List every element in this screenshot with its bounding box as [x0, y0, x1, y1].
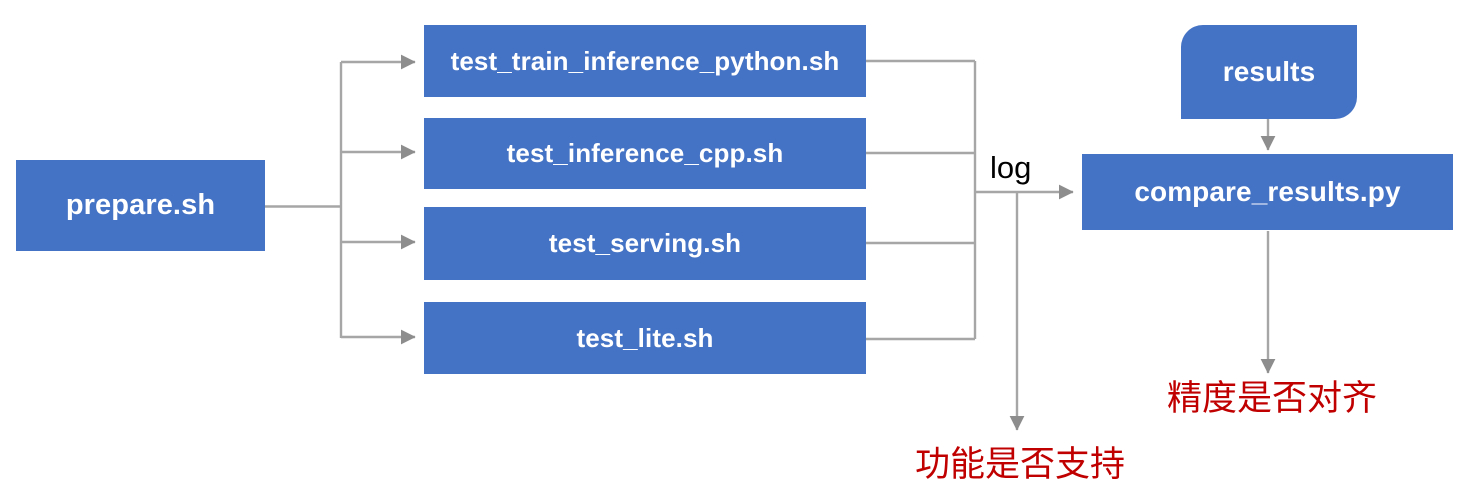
edge-label-log: log: [990, 150, 1032, 185]
node-prepare-sh[interactable]: prepare.sh: [16, 160, 265, 251]
node-test-train-inference-python[interactable]: test_train_inference_python.sh: [424, 25, 866, 97]
node-prepare-sh-label: prepare.sh: [65, 188, 216, 221]
node-test-serving[interactable]: test_serving.sh: [424, 207, 866, 280]
node-test-serving-label: test_serving.sh: [548, 228, 742, 259]
node-test-inference-cpp-label: test_inference_cpp.sh: [506, 138, 784, 169]
node-results-label: results: [1222, 55, 1316, 87]
note-precision-alignment: 精度是否对齐: [1167, 379, 1378, 418]
note-function-support: 功能是否支持: [915, 445, 1126, 484]
node-compare-results-py[interactable]: compare_results.py: [1082, 154, 1453, 230]
node-test-train-inference-python-label: test_train_inference_python.sh: [450, 45, 840, 76]
node-compare-results-py-label: compare_results.py: [1134, 175, 1401, 207]
node-results[interactable]: results: [1181, 25, 1357, 119]
node-test-lite-label: test_lite.sh: [576, 322, 714, 353]
node-test-inference-cpp[interactable]: test_inference_cpp.sh: [424, 118, 866, 189]
node-test-lite[interactable]: test_lite.sh: [424, 302, 866, 374]
